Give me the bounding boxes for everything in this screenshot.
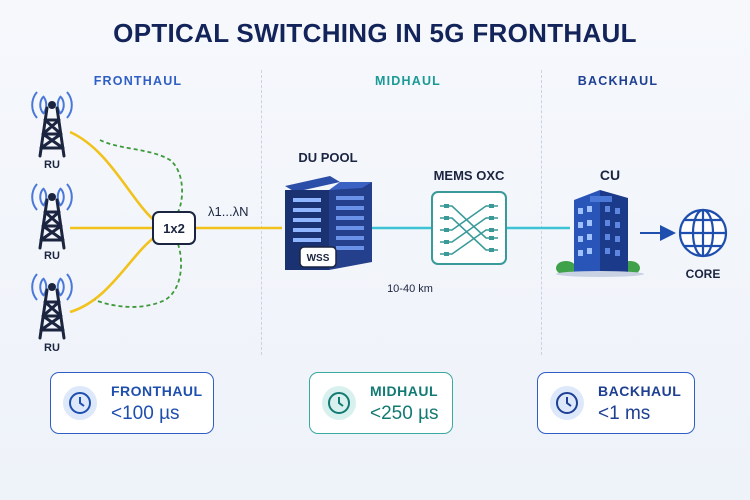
wss-label: WSS [307, 253, 330, 264]
fiber-ru3 [69, 234, 157, 314]
ru-tower-1-icon [31, 91, 73, 158]
wavelength-label: λ1...λN [208, 204, 248, 219]
cu-building-icon [556, 190, 644, 277]
latency-value: <100 µs [111, 403, 180, 424]
clock-icon [322, 386, 356, 420]
distance-label: 10-40 km [387, 283, 433, 295]
core-label: CORE [686, 267, 721, 281]
divider-midhaul-backhaul [541, 70, 542, 355]
protection-path-top [99, 139, 183, 213]
section-label-backhaul: BACKHAUL [577, 74, 659, 88]
mems-label: MEMS OXC [434, 168, 505, 183]
latency-box-fronthaul: FRONTHAUL <100 µs [50, 372, 214, 434]
fiber-ru1 [69, 130, 157, 223]
latency-value: <250 µs [370, 403, 439, 424]
ru-label-2: RU [44, 250, 60, 262]
section-label-fronthaul: FRONTHAUL [93, 74, 183, 88]
latency-value: <1 ms [598, 403, 651, 424]
ru-tower-3-icon [31, 273, 73, 340]
latency-name: BACKHAUL [598, 383, 682, 399]
ru-tower-2-icon [31, 183, 73, 250]
divider-fronthaul-midhaul [261, 70, 262, 355]
latency-box-backhaul: BACKHAUL <1 ms [537, 372, 695, 434]
core-globe-icon [678, 208, 728, 258]
ru-label-1: RU [44, 159, 60, 171]
splitter-box [152, 211, 196, 245]
diagram-title: OPTICAL SWITCHING IN 5G FRONTHAUL [113, 18, 637, 48]
protection-path-bottom [94, 243, 182, 308]
latency-name: MIDHAUL [370, 383, 439, 399]
wss-badge [299, 246, 337, 268]
du-pool-label: DU POOL [298, 150, 357, 165]
clock-icon [63, 386, 97, 420]
cu-label: CU [600, 167, 620, 183]
section-label-midhaul: MIDHAUL [374, 74, 442, 88]
mems-oxc-icon [431, 191, 507, 265]
latency-box-midhaul: MIDHAUL <250 µs [309, 372, 453, 434]
ru-label-3: RU [44, 342, 60, 354]
clock-icon [550, 386, 584, 420]
splitter-label: 1x2 [163, 221, 185, 236]
latency-name: FRONTHAUL [111, 383, 203, 399]
